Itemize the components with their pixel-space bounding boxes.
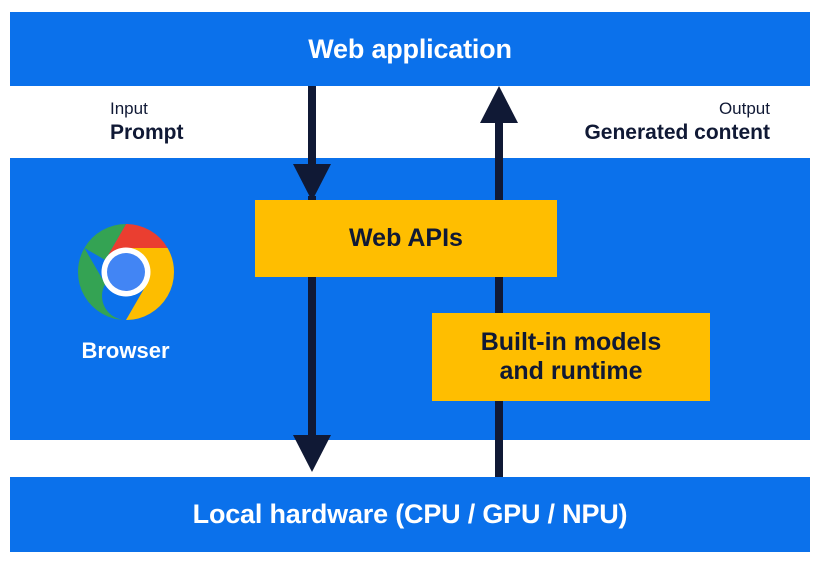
arrow-up-icon [495, 120, 503, 478]
box-web-apis[interactable]: Web APIs [255, 200, 557, 277]
box-built-in-models[interactable]: Built-in models and runtime [432, 313, 710, 401]
web-application-title: Web application [308, 33, 512, 64]
input-value: Prompt [110, 121, 184, 145]
arrow-down-icon [293, 435, 331, 472]
input-label: Input [110, 99, 148, 118]
output-value: Generated content [584, 121, 770, 145]
output-label: Output [718, 99, 770, 118]
chrome-logo-icon [77, 224, 174, 320]
input-caption-group: Input Prompt [110, 98, 184, 147]
browser-label: Browser [81, 338, 170, 363]
layer-local-hardware: Local hardware (CPU / GPU / NPU) [10, 477, 810, 552]
box-web-apis-label: Web APIs [349, 223, 463, 252]
arrow-down-icon [293, 164, 331, 201]
arrow-down-icon [308, 86, 316, 168]
layer-web-application: Web application [10, 12, 810, 86]
arrow-up-icon [480, 86, 518, 123]
output-caption-group: Output Generated content [490, 98, 770, 147]
arrow-down-icon [308, 196, 316, 436]
local-hardware-title: Local hardware (CPU / GPU / NPU) [192, 499, 628, 529]
box-built-in-models-label: Built-in models and runtime [480, 327, 662, 385]
browser-block: Browser [58, 222, 193, 364]
